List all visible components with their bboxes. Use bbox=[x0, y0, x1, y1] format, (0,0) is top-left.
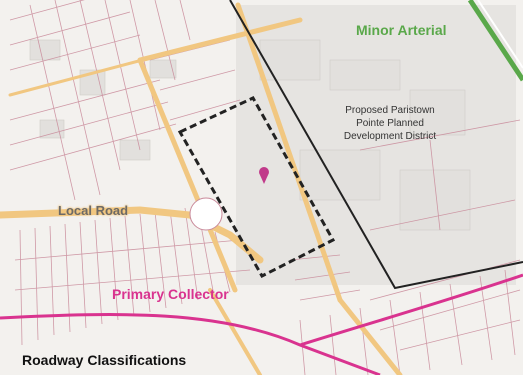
minor-arterial-road bbox=[467, 0, 523, 82]
minor-arterial-label: Minor Arterial bbox=[356, 22, 447, 38]
primary-collector-road bbox=[0, 313, 381, 375]
map-caption: Roadway Classifications bbox=[22, 352, 187, 368]
cul-de-sac bbox=[189, 197, 223, 231]
site-boundary bbox=[177, 96, 336, 278]
minor-arterial-road-edge bbox=[477, 0, 523, 69]
building-footprints bbox=[29, 5, 516, 285]
local-road-label: Local Road bbox=[58, 203, 129, 218]
map-pin-icon bbox=[259, 167, 269, 184]
district-label: Proposed Paristown Pointe Planned Develo… bbox=[343, 105, 437, 142]
primary-collector-label: Primary Collector bbox=[112, 286, 229, 302]
primary-collector-road-east bbox=[299, 273, 523, 347]
planned-district-boundary bbox=[229, 0, 523, 290]
